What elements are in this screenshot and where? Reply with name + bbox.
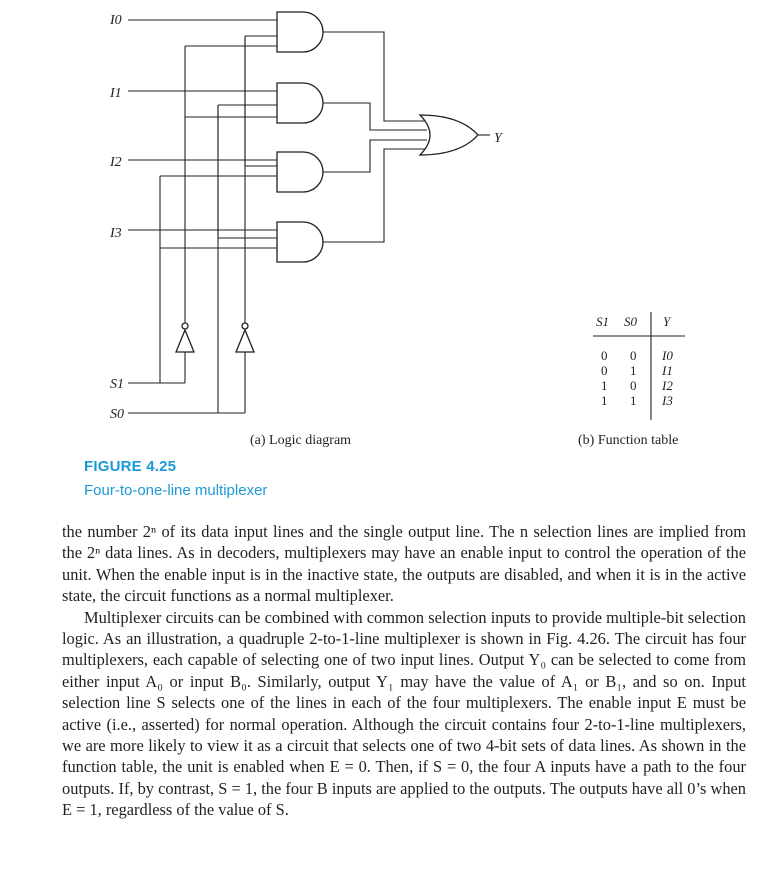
select-distribution xyxy=(159,35,277,249)
and-gate-0 xyxy=(276,11,324,53)
table-cell: 1 xyxy=(601,393,608,408)
figure-number: FIGURE 4.25 xyxy=(84,458,177,475)
subcaption-logic-diagram: (a) Logic diagram xyxy=(250,433,351,448)
or-gate xyxy=(418,114,490,156)
table-cell: I2 xyxy=(661,378,673,393)
select-wires xyxy=(128,248,246,414)
subcaption-function-table: (b) Function table xyxy=(578,433,678,448)
function-table: S1 S0 Y 0 0 I0 0 1 I1 1 0 I2 1 1 I3 xyxy=(593,312,685,420)
and-gate-1 xyxy=(276,82,324,124)
table-cell: 1 xyxy=(601,378,608,393)
table-header-y: Y xyxy=(663,314,672,329)
table-cell: 0 xyxy=(601,348,608,363)
select-label-s1: S1 xyxy=(110,377,124,392)
table-cell: 0 xyxy=(630,378,637,393)
input-label-i0: I0 xyxy=(109,13,122,28)
input-label-i3: I3 xyxy=(109,226,122,241)
body-text: the number 2ⁿ of its data input lines an… xyxy=(62,521,746,821)
and-gate-2 xyxy=(276,151,324,193)
output-label-y: Y xyxy=(494,131,504,146)
input-label-i1: I1 xyxy=(109,86,122,101)
table-header-s0: S0 xyxy=(624,314,638,329)
logic-diagram: I0 I1 I2 I3 S1 S0 Y xyxy=(109,11,685,448)
paragraph: Multiplexer circuits can be combined wit… xyxy=(62,607,746,820)
figure-title: Four-to-one-line multiplexer xyxy=(84,482,268,499)
table-cell: 0 xyxy=(630,348,637,363)
table-cell: 0 xyxy=(601,363,608,378)
select-label-s0: S0 xyxy=(110,407,124,422)
input-label-i2: I2 xyxy=(109,155,122,170)
table-cell: I3 xyxy=(661,393,673,408)
table-cell: I1 xyxy=(661,363,673,378)
table-header-s1: S1 xyxy=(596,314,609,329)
and-gate-3 xyxy=(276,221,324,263)
table-cell: 1 xyxy=(630,363,637,378)
inverter-s1 xyxy=(175,46,195,353)
paragraph: the number 2ⁿ of its data input lines an… xyxy=(62,522,746,606)
data-input-wires xyxy=(128,19,277,231)
table-cell: I0 xyxy=(661,348,673,363)
table-cell: 1 xyxy=(630,393,637,408)
and-to-or-wires xyxy=(323,31,427,243)
